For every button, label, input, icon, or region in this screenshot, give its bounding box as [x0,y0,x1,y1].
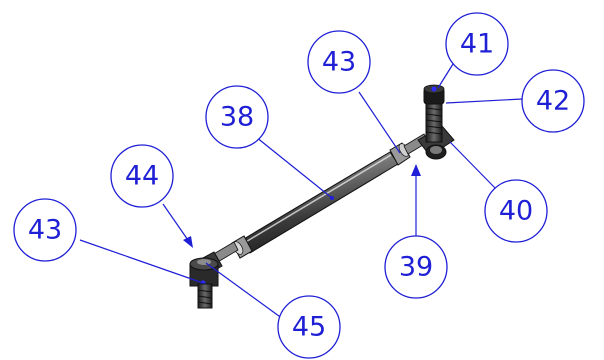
leader-43-bottom [79,239,204,284]
leader-lines [79,63,523,320]
balloon-38: 38 [205,85,269,149]
leader-41 [437,63,454,89]
balloon-40-label: 40 [499,196,533,227]
balloon-43-top: 43 [307,30,371,94]
balloon-38-label: 38 [220,102,254,133]
leader-42 [445,98,523,104]
left-rod-end [189,251,223,287]
leader-44-arrow [183,236,193,248]
balloon-39-label: 39 [399,252,433,283]
balloon-43-top-label: 43 [322,47,356,78]
leader-40 [449,141,498,191]
balloon-41: 41 [445,12,509,76]
balloon-45-label: 45 [292,312,326,343]
leader-39-arrow [411,164,421,176]
leader-43-top [358,91,401,154]
balloon-43-bottom: 43 [13,198,77,262]
balloon-40: 40 [484,179,548,243]
balloon-42-label: 42 [536,86,570,117]
balloon-41-label: 41 [460,29,494,60]
left-bolt [197,283,213,309]
balloon-39: 39 [384,235,448,299]
right-bolt [423,84,445,143]
balloon-45: 45 [277,295,341,359]
tie-rod-assembly [189,84,455,309]
balloon-43-bottom-label: 43 [28,215,62,246]
leader-45 [205,262,284,320]
tube-part [241,151,399,254]
balloon-44-label: 44 [125,161,159,192]
leader-38 [255,136,333,199]
leader-44 [162,203,191,244]
leader-38-dot [330,196,334,200]
balloon-42: 42 [521,69,585,133]
balloon-44: 44 [110,144,174,208]
